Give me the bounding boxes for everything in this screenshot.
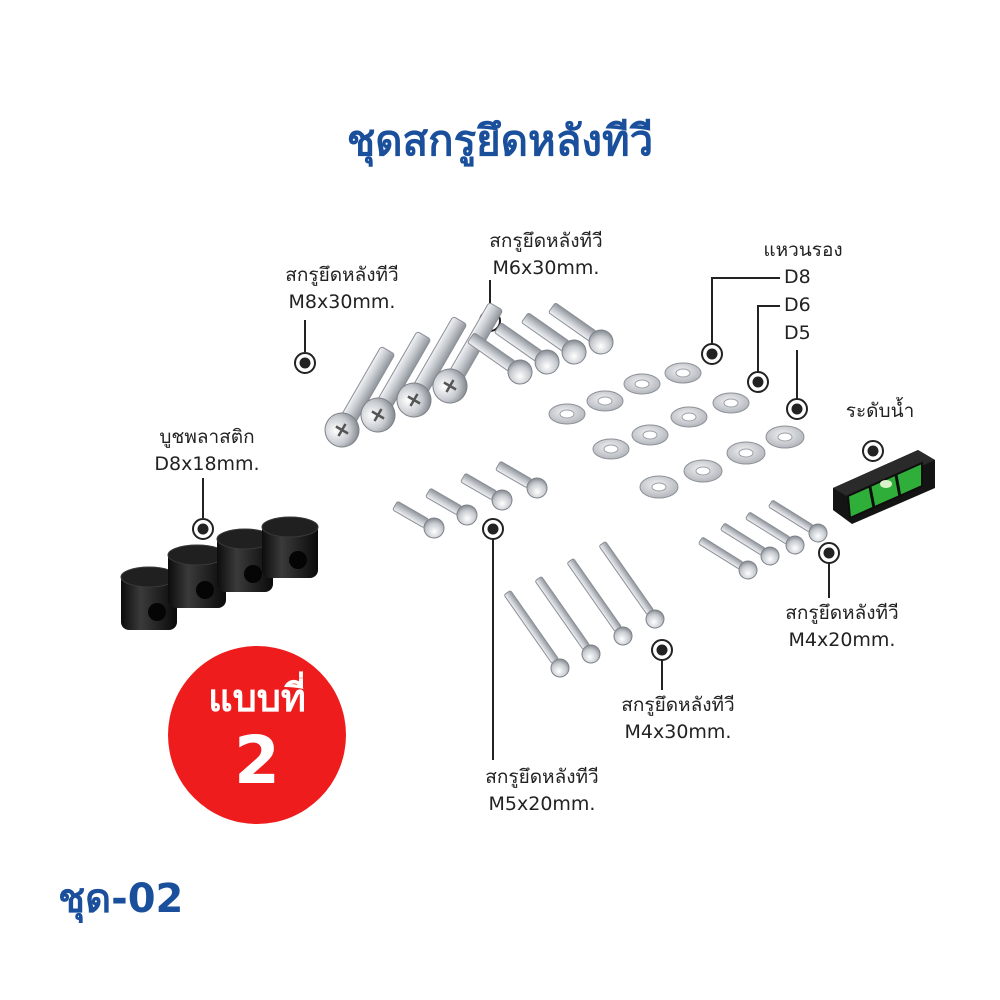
spirit-level xyxy=(833,450,935,524)
dot-marker-bushing xyxy=(192,518,214,540)
variant-badge: แบบที่ 2 xyxy=(168,646,346,824)
screws-m6x30 xyxy=(467,302,614,385)
screws-m5x20 xyxy=(392,461,548,539)
label-m8-name: สกรูยึดหลังทีวี xyxy=(285,264,399,286)
washers xyxy=(548,362,805,499)
label-m4x20-screws: สกรูยึดหลังทีวี M4x20mm. xyxy=(762,600,922,654)
dot-marker-d5 xyxy=(786,398,808,420)
screws-m4x20 xyxy=(698,500,828,580)
callout-lines xyxy=(202,277,830,760)
label-m8-size: M8x30mm. xyxy=(288,291,396,313)
label-m4x20-name: สกรูยึดหลังทีวี xyxy=(785,602,899,624)
dot-marker-level xyxy=(862,440,884,462)
variant-badge-number: 2 xyxy=(234,722,280,799)
dot-marker-d8 xyxy=(701,343,723,365)
label-washers: แหวนรอง xyxy=(748,237,858,264)
label-bushing-name: บูชพลาสติก xyxy=(159,426,255,448)
dot-marker-d6 xyxy=(747,371,769,393)
label-spirit-level: ระดับน้ำ xyxy=(845,400,915,422)
label-m6-screws: สกรูยึดหลังทีวี M6x30mm. xyxy=(466,228,626,282)
screws-m8x30 xyxy=(324,302,503,448)
label-m4x30-screws: สกรูยึดหลังทีวี M4x30mm. xyxy=(598,692,758,746)
label-m5-screws: สกรูยึดหลังทีวี M5x20mm. xyxy=(462,764,622,818)
dot-marker-m4x30 xyxy=(651,639,673,661)
label-washer-d6: D6 xyxy=(784,294,811,316)
page-title: ชุดสกรูยึดหลังทีวี xyxy=(346,116,654,165)
plastic-bushings xyxy=(120,516,319,630)
label-m4x30-name: สกรูยึดหลังทีวี xyxy=(621,694,735,716)
label-washer-d5: D5 xyxy=(784,322,811,344)
label-bushings: บูชพลาสติก D8x18mm. xyxy=(132,424,282,478)
variant-badge-label: แบบที่ xyxy=(208,676,306,720)
dot-marker-m8 xyxy=(294,352,316,374)
label-bushing-size: D8x18mm. xyxy=(154,453,260,475)
label-m4x20-size: M4x20mm. xyxy=(788,629,896,651)
label-m6-size: M6x30mm. xyxy=(492,257,600,279)
dot-marker-m5 xyxy=(482,518,504,540)
label-m5-size: M5x20mm. xyxy=(488,793,596,815)
label-washer-d8: D8 xyxy=(784,266,811,288)
set-code: ชุด-02 xyxy=(58,876,184,922)
label-m5-name: สกรูยึดหลังทีวี xyxy=(485,766,599,788)
label-m6-name: สกรูยึดหลังทีวี xyxy=(489,230,603,252)
screws-m4x30 xyxy=(504,541,665,678)
label-m4x30-size: M4x30mm. xyxy=(624,721,732,743)
dot-marker-m4x20 xyxy=(818,542,840,564)
label-washer-name: แหวนรอง xyxy=(763,239,843,261)
label-m8-screws: สกรูยึดหลังทีวี M8x30mm. xyxy=(262,262,422,316)
